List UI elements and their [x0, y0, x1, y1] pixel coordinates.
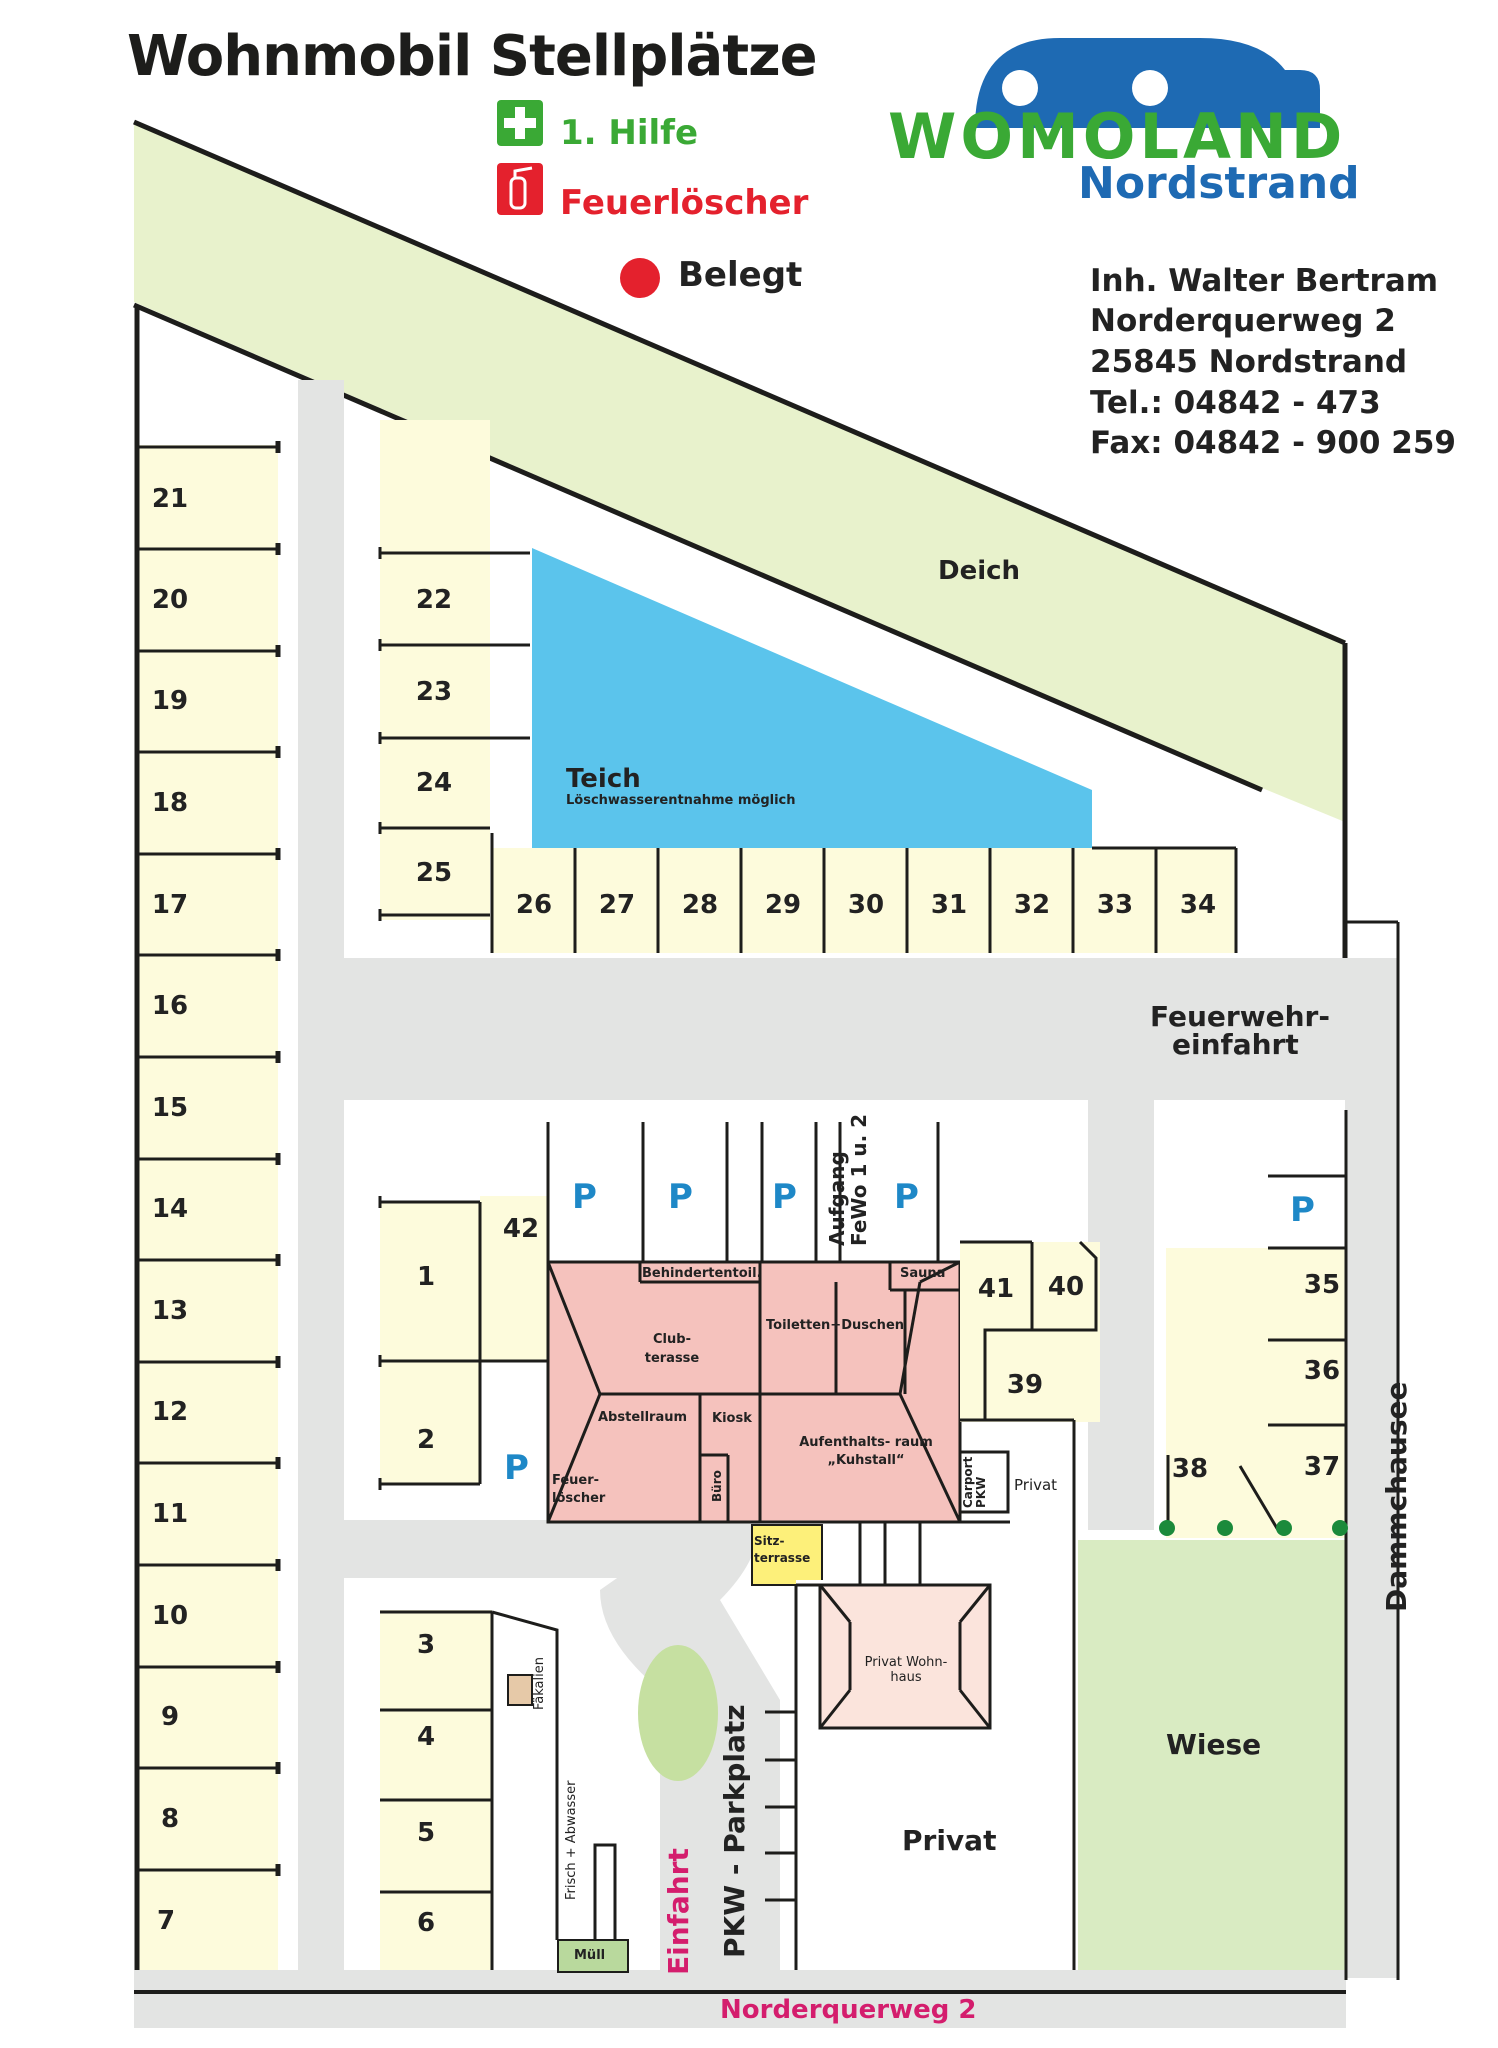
- label-water: Frisch + Abwasser: [564, 1780, 579, 1900]
- spot-26[interactable]: 26: [515, 890, 553, 920]
- spot-16[interactable]: 16: [151, 991, 189, 1021]
- room-toilets: Toiletten+Duschen: [766, 1318, 905, 1333]
- spot-28[interactable]: 28: [681, 890, 719, 920]
- spot-5[interactable]: 5: [416, 1818, 436, 1848]
- spot-42[interactable]: 42: [502, 1214, 540, 1244]
- spot-31[interactable]: 31: [930, 890, 968, 920]
- spot-3[interactable]: 3: [416, 1630, 436, 1660]
- spot-25[interactable]: 25: [415, 858, 453, 888]
- room-extinguisher: Feuer- löscher: [552, 1473, 606, 1507]
- spot-11[interactable]: 11: [151, 1499, 189, 1529]
- spot-12[interactable]: 12: [151, 1397, 189, 1427]
- address-street: Norderquerweg 2: [1090, 303, 1396, 339]
- logo-word1: WOMOLAND: [888, 100, 1347, 173]
- address-owner: Inh. Walter Bertram: [1090, 263, 1439, 299]
- parking-sign: P: [772, 1177, 797, 1217]
- spot-19[interactable]: 19: [151, 686, 189, 716]
- parking-sign: P: [668, 1177, 693, 1217]
- pond: [532, 548, 1092, 848]
- legend-occupied: Belegt: [678, 255, 803, 295]
- spot-13[interactable]: 13: [151, 1296, 189, 1326]
- room-sauna: Sauna: [900, 1266, 946, 1281]
- legend-extinguisher: Feuerlöscher: [560, 183, 809, 223]
- spot-37[interactable]: 37: [1303, 1452, 1341, 1482]
- spot-27[interactable]: 27: [598, 890, 636, 920]
- page-title: Wohnmobil Stellplätze: [127, 24, 818, 89]
- room-lounge: Aufenthalts- raum „Kuhstall“: [799, 1435, 933, 1468]
- spot-4[interactable]: 4: [416, 1722, 436, 1752]
- spot-29[interactable]: 29: [764, 890, 802, 920]
- fire-extinguisher-icon: [497, 163, 543, 215]
- label-meadow: Wiese: [1166, 1728, 1262, 1761]
- spot-18[interactable]: 18: [151, 788, 189, 818]
- label-stairs: Aufgang FeWo 1 u. 2: [825, 1113, 871, 1246]
- spot-23[interactable]: 23: [415, 677, 453, 707]
- room-club: Club- terasse: [644, 1332, 700, 1366]
- label-private-main: Privat: [902, 1824, 997, 1857]
- spot-32[interactable]: 32: [1013, 890, 1051, 920]
- room-storage: Abstellraum: [598, 1410, 688, 1425]
- spot-17[interactable]: 17: [151, 890, 189, 920]
- legend-first-aid: 1. Hilfe: [560, 113, 699, 153]
- spot-33[interactable]: 33: [1096, 890, 1134, 920]
- address-phone: Tel.: 04842 - 473: [1090, 385, 1381, 421]
- spot-15[interactable]: 15: [151, 1093, 189, 1123]
- label-waste: Müll: [574, 1948, 606, 1963]
- label-road-bottom: Norderquerweg 2: [720, 1995, 977, 2025]
- spot-41[interactable]: 41: [977, 1274, 1015, 1304]
- logo-word2: Nordstrand: [1078, 158, 1360, 209]
- label-fire-entry-1: Feuerwehr-: [1150, 1000, 1330, 1033]
- spot-8[interactable]: 8: [160, 1804, 180, 1834]
- internal-roads: [134, 380, 1399, 2028]
- spot-38[interactable]: 38: [1171, 1454, 1209, 1484]
- parking-sign: P: [1290, 1190, 1315, 1230]
- spot-6[interactable]: 6: [416, 1908, 436, 1938]
- spot-14[interactable]: 14: [151, 1194, 189, 1224]
- label-private-house: Privat Wohn- haus: [864, 1655, 948, 1685]
- womoland-logo-icon: [975, 38, 1320, 128]
- spot-2[interactable]: 2: [416, 1425, 436, 1455]
- room-disabled-wc: Behindertentoil.: [642, 1266, 762, 1281]
- spot-36[interactable]: 36: [1303, 1356, 1341, 1386]
- spot-39[interactable]: 39: [1006, 1370, 1044, 1400]
- spot-24[interactable]: 24: [415, 768, 453, 798]
- label-pond: Teich: [566, 764, 641, 794]
- parking-sign: P: [504, 1448, 529, 1488]
- spot-40[interactable]: 40: [1047, 1272, 1085, 1302]
- parking-sign: P: [894, 1177, 919, 1217]
- parking-sign: P: [572, 1177, 597, 1217]
- address-city: 25845 Nordstrand: [1090, 344, 1408, 380]
- label-entry: Einfahrt: [662, 1848, 695, 1975]
- spot-35[interactable]: 35: [1303, 1270, 1341, 1300]
- spot-21[interactable]: 21: [151, 484, 189, 514]
- label-road-right: Dammchausee: [1380, 1381, 1413, 1613]
- spot-1[interactable]: 1: [416, 1262, 436, 1292]
- label-private-small: Privat: [1014, 1476, 1058, 1494]
- spot-7[interactable]: 7: [156, 1906, 176, 1936]
- spot-30[interactable]: 30: [847, 890, 885, 920]
- first-aid-icon: [497, 100, 543, 146]
- occupied-dot-icon: [620, 258, 660, 298]
- spot-34[interactable]: 34: [1179, 890, 1217, 920]
- label-pond-note: Löschwasserentnahme möglich: [566, 793, 796, 808]
- label-feces: Fäkalien: [532, 1657, 547, 1710]
- label-dike: Deich: [938, 556, 1021, 586]
- dike-area: [134, 122, 1345, 822]
- clubhouse-building: [548, 1262, 960, 1522]
- room-office: Büro: [710, 1470, 724, 1502]
- address-fax: Fax: 04842 - 900 259: [1090, 425, 1456, 461]
- spot-22[interactable]: 22: [415, 585, 453, 615]
- label-carport: Carport PKW: [961, 1456, 988, 1508]
- room-kiosk: Kiosk: [712, 1411, 752, 1426]
- spot-9[interactable]: 9: [160, 1702, 180, 1732]
- label-fire-entry-2: einfahrt: [1172, 1028, 1299, 1061]
- spot-20[interactable]: 20: [151, 585, 189, 615]
- spot-10[interactable]: 10: [151, 1601, 189, 1631]
- label-seating: Sitz- terrasse: [754, 1534, 811, 1565]
- label-car-park: PKW - Parkplatz: [718, 1704, 751, 1958]
- left-spot-dividers: [137, 445, 278, 1872]
